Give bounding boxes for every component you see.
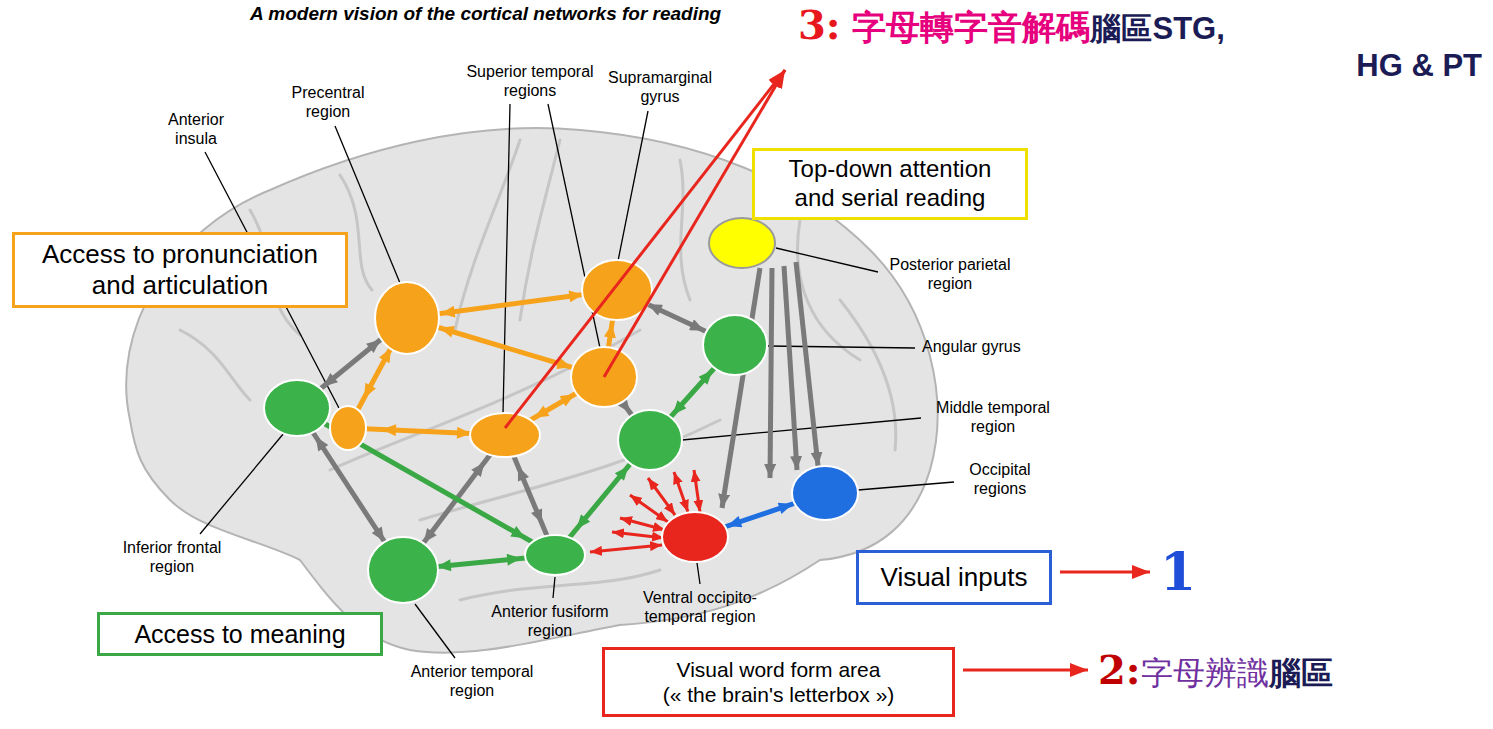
text-run: 字母辨識 xyxy=(1141,654,1269,692)
text-run: 腦區STG, xyxy=(1090,11,1224,46)
sulcus xyxy=(680,160,690,300)
region-label: Ventral occipito-temporal region xyxy=(634,588,766,626)
leader-line xyxy=(776,248,878,272)
text-run: 3: xyxy=(798,1,841,48)
category-box: Top-down attention and serial reading xyxy=(752,148,1028,220)
brain-regions xyxy=(264,218,858,603)
sulcus xyxy=(180,330,250,400)
leader-line xyxy=(503,104,510,414)
region-label: Inferior frontal region xyxy=(110,538,234,576)
text-run: 腦區 xyxy=(1269,654,1333,692)
text-run: HG & PT xyxy=(798,48,1482,84)
region-label: Angular gyrus xyxy=(922,337,1021,356)
category-box: Access to pronunciation and articulation xyxy=(12,232,348,308)
region-ellipse xyxy=(525,535,585,575)
region-ellipse xyxy=(662,512,728,562)
leader-line xyxy=(553,577,555,598)
leader-line xyxy=(618,111,648,261)
region-ellipse xyxy=(330,406,366,450)
box-label: Visual inputs xyxy=(871,562,1037,593)
callout-arrow xyxy=(1060,571,1150,574)
text-run: 字母轉字音解碼 xyxy=(841,7,1091,47)
region-label: Occipital regions xyxy=(960,460,1040,498)
arrow xyxy=(674,472,688,512)
arrow xyxy=(620,518,665,530)
annotation-text: 3: 字母轉字音解碼腦區STG, HG & PT xyxy=(798,2,1482,84)
region-label: Supramarginal gyrus xyxy=(601,68,719,106)
leader-line xyxy=(682,418,921,440)
category-box: Access to meaning xyxy=(97,612,383,656)
region-ellipse xyxy=(792,466,858,520)
network-arrows xyxy=(297,262,825,570)
region-label: Anterior insula xyxy=(160,110,232,148)
callout-arrow xyxy=(963,669,1088,672)
callout-arrow xyxy=(505,70,785,428)
diagram-title: A modern vision of the cortical networks… xyxy=(250,3,721,25)
arrow xyxy=(590,545,662,552)
region-ellipse xyxy=(470,413,540,457)
region-label: Middle temporal region xyxy=(929,398,1057,436)
region-label: Posterior parietal region xyxy=(880,255,1020,293)
leader-line xyxy=(697,563,700,584)
leader-line xyxy=(200,433,284,534)
box-label: Visual word form area (« the brain's let… xyxy=(657,657,900,707)
region-ellipse xyxy=(618,410,682,470)
region-ellipse xyxy=(375,282,439,354)
box-label: Top-down attention and serial reading xyxy=(779,155,1001,213)
annotation-text: 2:字母辨識腦區 xyxy=(1098,646,1333,694)
leader-line xyxy=(858,482,954,490)
region-label: Superior temporal regions xyxy=(458,62,603,100)
sulcus xyxy=(840,300,896,450)
green-arrows xyxy=(297,345,735,570)
region-ellipse xyxy=(703,315,767,375)
callout-arrow xyxy=(604,70,785,377)
leader-line xyxy=(415,604,455,658)
sulcus xyxy=(520,140,560,320)
region-label: Anterior fusiform region xyxy=(480,602,620,640)
sulcus xyxy=(798,220,861,360)
stg-callout-arrows xyxy=(505,70,785,428)
box-label: Access to meaning xyxy=(112,619,368,649)
arrow xyxy=(694,470,700,512)
region-label: Anterior temporal region xyxy=(401,662,543,700)
arrow xyxy=(612,532,664,538)
arrow xyxy=(770,268,772,478)
region-ellipse xyxy=(709,218,775,268)
arrow xyxy=(648,478,675,515)
region-label: Precentral region xyxy=(281,83,376,121)
arrow xyxy=(722,268,760,508)
sulcus xyxy=(330,330,640,470)
arrow xyxy=(796,262,818,466)
text-run: 2: xyxy=(1098,646,1141,693)
sulcus xyxy=(455,140,520,330)
category-box: Visual word form area (« the brain's let… xyxy=(602,647,955,717)
category-box: Visual inputs xyxy=(856,550,1052,605)
box-label: Access to pronunciation and articulation xyxy=(33,239,327,301)
region-ellipse xyxy=(264,380,330,436)
arrow xyxy=(784,266,797,470)
callout-number: 1 xyxy=(1160,546,1196,598)
region-ellipse xyxy=(368,537,438,603)
